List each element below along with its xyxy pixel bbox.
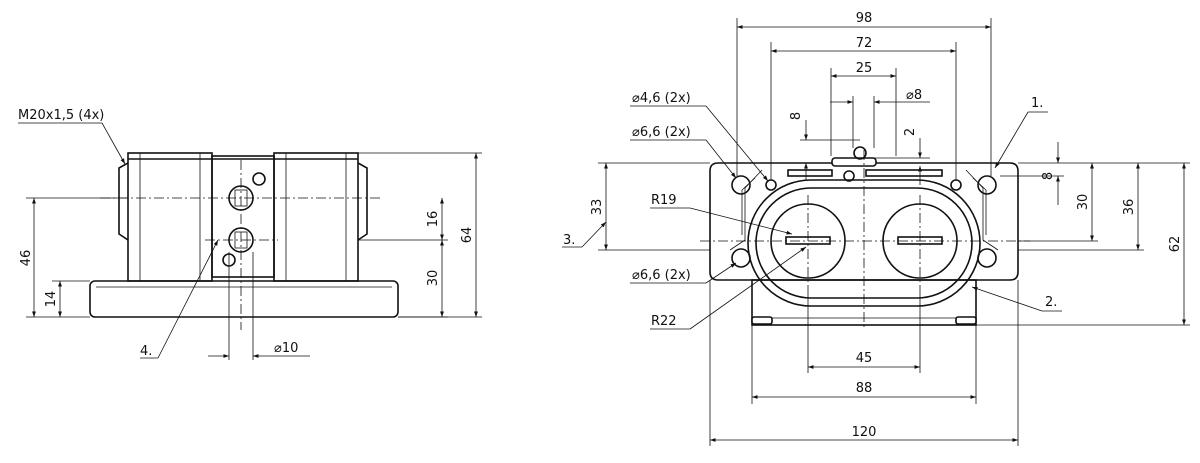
right-housing — [273, 152, 359, 282]
right-thread-stub — [357, 162, 368, 241]
dim-120: 120 — [852, 425, 877, 440]
top-actuator — [831, 157, 877, 167]
side-view: 46 14 16 30 64 ⌀10 M20x1,5 (4x) 4. — [18, 108, 482, 360]
item-2-label: 2. — [1045, 295, 1057, 310]
dim-45: 45 — [856, 351, 873, 366]
top-view: 98 72 25 ⌀8 8 2 8 33 — [562, 11, 1190, 446]
dim-64: 64 — [460, 227, 475, 244]
hole-top-right — [977, 175, 997, 195]
dim-8-right: 8 — [1041, 172, 1056, 180]
item-3-label: 3. — [563, 233, 575, 248]
dim-30-left: 30 — [426, 270, 441, 287]
item-1-label: 1. — [1031, 96, 1043, 111]
center-block — [211, 155, 275, 278]
dim-2: 2 — [903, 128, 918, 136]
dim-72: 72 — [856, 36, 873, 51]
hole-callout-66-bottom: ⌀6,6 (2x) — [632, 268, 691, 283]
dim-62: 62 — [1168, 236, 1183, 253]
hole-top-left — [731, 175, 751, 195]
dim-30-right: 30 — [1076, 194, 1091, 211]
dim-14: 14 — [44, 291, 59, 308]
dim-36: 36 — [1122, 199, 1137, 216]
dim-88: 88 — [856, 381, 873, 396]
dim-8-top: 8 — [789, 112, 804, 120]
left-thread-stub — [118, 162, 129, 241]
hole-small-left — [765, 179, 777, 191]
hole-callout-66-top: ⌀6,6 (2x) — [632, 125, 691, 140]
dim-46: 46 — [19, 250, 34, 267]
oval-outer — [747, 179, 981, 307]
left-housing — [127, 152, 213, 282]
hole-small-top — [843, 170, 855, 182]
dim-25: 25 — [856, 61, 873, 76]
mounting-flange — [709, 162, 1019, 281]
radius-19: R19 — [651, 193, 677, 208]
hole-bottom-left — [731, 248, 751, 268]
dim-16: 16 — [426, 211, 441, 228]
hole-small-right — [950, 179, 962, 191]
item-4-label: 4. — [140, 344, 152, 359]
thread-callout: M20x1,5 (4x) — [18, 108, 104, 123]
bolt-upper — [252, 172, 266, 186]
hole-bottom-right — [977, 248, 997, 268]
dim-98: 98 — [856, 11, 873, 26]
dim-dia10: ⌀10 — [274, 341, 298, 356]
dim-dia8: ⌀8 — [906, 88, 922, 103]
hole-callout-46: ⌀4,6 (2x) — [632, 91, 691, 106]
radius-22: R22 — [651, 314, 677, 329]
dim-33: 33 — [590, 199, 605, 216]
base-plate — [89, 280, 399, 318]
